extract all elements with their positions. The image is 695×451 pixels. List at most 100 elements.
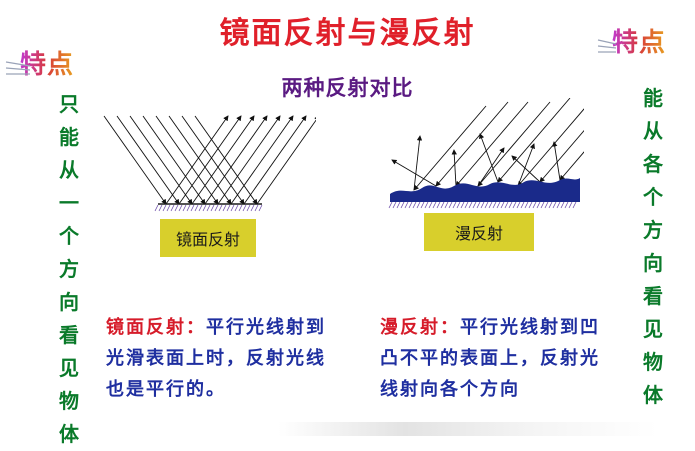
hatch-mark	[488, 201, 493, 209]
hatch-mark	[540, 201, 545, 209]
incident-ray	[539, 129, 584, 183]
scattered-ray	[391, 159, 437, 187]
hatch-mark	[444, 201, 449, 209]
diffuse-label: 漫反射	[424, 213, 534, 251]
hatch-mark	[210, 204, 215, 212]
hatch-mark	[564, 201, 569, 209]
badge-left-text: 特点	[20, 50, 75, 80]
hatch-mark	[206, 204, 211, 212]
diffuse-label-text: 漫反射	[454, 224, 503, 243]
watermark-strip	[278, 422, 658, 436]
incident-ray	[517, 108, 584, 187]
hatch-mark	[174, 204, 179, 212]
streak-left-icon	[5, 61, 31, 75]
hatch-mark	[516, 201, 521, 209]
specular-label: 镜面反射	[160, 219, 256, 257]
hatch-mark	[186, 204, 191, 212]
hatch-mark	[536, 201, 541, 209]
incident-ray	[103, 115, 167, 205]
hatch-mark	[250, 204, 255, 212]
hatch-mark	[198, 204, 203, 212]
reflected-ray	[178, 115, 242, 205]
hatch-mark	[472, 201, 477, 209]
hatch-mark	[396, 201, 401, 209]
badge-left: 特点	[20, 44, 74, 81]
hatch-mark	[202, 204, 207, 212]
hatch-mark	[436, 201, 441, 209]
specular-description: 镜面反射：平行光线射到光滑表面上时，反射光线也是平行的。	[106, 312, 332, 405]
hatch-mark	[524, 201, 529, 209]
hatch-mark	[254, 204, 259, 212]
hatch-mark	[408, 201, 413, 209]
diffuse-description: 漫反射：平行光线射到凹凸不平的表面上，反射光线射向各个方向	[380, 312, 602, 405]
reflected-ray	[230, 115, 294, 205]
scattered-ray	[413, 135, 423, 191]
diffuse-term: 漫反射：	[380, 317, 460, 338]
hatch-mark	[560, 201, 565, 209]
incident-ray	[477, 101, 551, 187]
incident-ray	[413, 105, 487, 191]
hatch-mark	[572, 201, 577, 209]
scattered-ray	[511, 155, 541, 183]
hatch-mark	[428, 201, 433, 209]
hatch-mark	[492, 201, 497, 209]
hatch-mark	[416, 201, 421, 209]
hatch-mark	[218, 204, 223, 212]
incident-ray	[155, 115, 219, 205]
incident-ray	[497, 98, 571, 183]
hatch-mark	[424, 201, 429, 209]
badge-right-text: 特点	[612, 28, 667, 58]
hatch-mark	[190, 204, 195, 212]
incident-ray	[455, 101, 529, 187]
hatch-mark	[448, 201, 453, 209]
hatch-mark	[420, 201, 425, 209]
scattered-ray	[477, 147, 505, 187]
specular-term: 镜面反射：	[106, 317, 206, 338]
reflected-ray	[217, 115, 281, 205]
hatch-mark	[412, 201, 417, 209]
hatch-mark	[400, 201, 405, 209]
slide-subtitle: 两种反射对比	[281, 76, 414, 100]
hatch-mark	[512, 201, 517, 209]
hatch-mark	[214, 204, 219, 212]
hatch-mark	[464, 201, 469, 209]
hatch-mark	[568, 201, 573, 209]
hatch-mark	[230, 204, 235, 212]
hatch-mark	[182, 204, 187, 212]
hatch-mark	[226, 204, 231, 212]
hatch-mark	[166, 204, 171, 212]
scattered-ray	[451, 149, 457, 187]
incident-ray	[435, 101, 509, 187]
hatch-mark	[258, 204, 263, 212]
hatch-mark	[500, 201, 505, 209]
hatch-mark	[460, 201, 465, 209]
slide-title: 镜面反射与漫反射	[219, 16, 476, 51]
hatch-mark	[246, 204, 251, 212]
scattered-ray	[517, 143, 535, 187]
hatch-mark	[440, 201, 445, 209]
hatch-mark	[552, 201, 557, 209]
incident-ray	[181, 115, 245, 205]
reflected-ray	[243, 115, 307, 205]
hatch-mark	[222, 204, 227, 212]
hatch-mark	[480, 201, 485, 209]
specular-diagram	[103, 115, 316, 212]
left-side-text: 只能从一个方向看见物体	[59, 92, 79, 446]
reflected-ray	[204, 115, 268, 205]
hatch-mark	[484, 201, 489, 209]
hatch-mark	[548, 201, 553, 209]
hatch-mark	[452, 201, 457, 209]
hatch-mark	[154, 204, 159, 212]
incident-ray	[559, 151, 584, 181]
hatch-mark	[468, 201, 473, 209]
hatch-mark	[162, 204, 167, 212]
incident-ray	[129, 115, 193, 205]
diffuse-diagram	[388, 98, 584, 209]
hatch-mark	[476, 201, 481, 209]
hatch-mark	[194, 204, 199, 212]
hatch-mark	[242, 204, 247, 212]
right-side-text: 能从各个方向看见物体	[643, 86, 663, 407]
hatch-mark	[496, 201, 501, 209]
incident-ray	[116, 115, 180, 205]
hatch-mark	[234, 204, 239, 212]
